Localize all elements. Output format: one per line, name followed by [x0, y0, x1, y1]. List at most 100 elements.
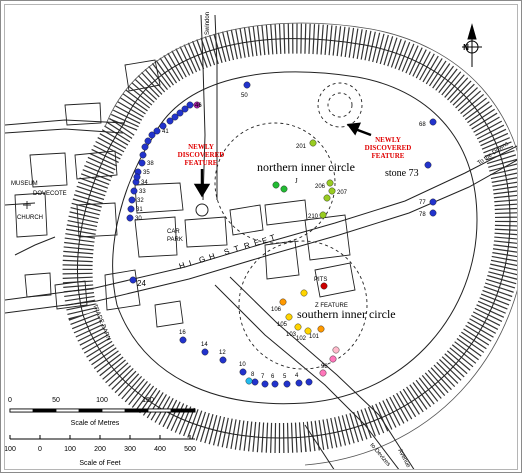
stone-marker-south [279, 298, 287, 306]
car-park-label: CAR [167, 229, 180, 235]
feet-tick-label: 0 [38, 446, 42, 453]
stone-marker-southwest [251, 378, 259, 386]
stone-marker-south [304, 327, 312, 335]
high-street-label: I [188, 259, 193, 268]
stone-number-label: 50 [241, 93, 248, 99]
metres-tick-label: 150 [142, 397, 154, 404]
stone-marker-southwest [179, 336, 187, 344]
stone-number-label: 101 [309, 334, 320, 340]
stone-number-label: 24 [137, 279, 146, 288]
stone-marker-west [193, 101, 201, 109]
feet-tick-label: 500 [184, 446, 196, 453]
high-street-label: G [198, 254, 207, 264]
stone-number-label: 16 [179, 330, 186, 336]
stone-number-label: 5 [283, 374, 287, 380]
stone-number-label: 8 [251, 372, 255, 378]
swindon-road-label: Swindon [205, 12, 211, 35]
stone-number-label: 68 [419, 122, 426, 128]
stone-number-label: 4 [295, 373, 299, 379]
discovered-feature-label-west: NEWLY [188, 143, 214, 151]
stone-marker-west [181, 105, 189, 113]
stone-marker-west [159, 122, 167, 130]
stone-marker-west [141, 143, 149, 151]
stone-marker-center [280, 185, 288, 193]
scale-bars [9, 408, 196, 440]
stone-number-label: 6 [271, 374, 275, 380]
stone-marker-south [285, 313, 293, 321]
z-feature-label: Z FEATURE [315, 303, 348, 309]
stone-marker-center [323, 194, 331, 202]
stone-marker-west [176, 109, 184, 117]
metres-tick-label: 0 [8, 397, 12, 404]
stone-marker-southwest [219, 356, 227, 364]
stone-marker-center [328, 187, 336, 195]
stone-marker-south [294, 323, 302, 331]
stone-marker-south [319, 369, 327, 377]
stone-number-label: 34 [141, 180, 148, 186]
trade-barn-label: TRADE BARN [91, 304, 111, 342]
stone-number-label: 35 [143, 170, 150, 176]
stone-marker-southwest [129, 276, 137, 284]
high-street-label: T [269, 233, 277, 243]
henge-bank [62, 22, 517, 466]
discovered-feature-label-west: DISCOVERED [178, 151, 225, 159]
stone-marker-east [424, 161, 432, 169]
dovecote-label: DOVECOTE [33, 191, 67, 197]
stone-number-label: 30 [135, 216, 142, 222]
stone-marker-west [138, 159, 146, 167]
stone-number-label: 32 [137, 198, 144, 204]
stone-number-label: 7 [261, 374, 265, 380]
stone-marker-southwest [201, 348, 209, 356]
stone-marker-southwest [295, 379, 303, 387]
feet-scale-title: Scale of Feet [79, 460, 120, 467]
southern-circle-outline [238, 240, 368, 370]
discovered-feature-label-east: DISCOVERED [365, 144, 412, 152]
stone-number-label: 33 [139, 189, 146, 195]
northern-inner-circle-label: northern inner circle [257, 160, 355, 174]
stone-number-label: 10 [239, 362, 246, 368]
stone-marker-center [309, 139, 317, 147]
stone-marker-east [429, 198, 437, 206]
discovered-feature-circle [195, 203, 209, 217]
stone-marker-southwest [305, 378, 313, 386]
stone-number-label: 102 [296, 336, 307, 342]
stone-marker-south [317, 325, 325, 333]
cove-inner-outline [327, 92, 353, 118]
high-street-label: E [253, 238, 261, 248]
compass-rose [462, 23, 482, 67]
stone-number-label: 105 [277, 322, 288, 328]
stone-marker-south [332, 346, 340, 354]
annotation-arrows [193, 122, 372, 198]
discovered-feature-label-east: NEWLY [375, 136, 401, 144]
buildings [14, 59, 356, 328]
car-park-label: PARK [167, 237, 183, 243]
high-street-label: H [208, 251, 216, 261]
stone-marker-west [171, 113, 179, 121]
stone-number-label: 103 [286, 332, 297, 338]
high-street-label: T [233, 244, 241, 254]
avebury-map: 4641383534333231305068777820120620721024… [5, 12, 517, 469]
stone-marker-west [186, 101, 194, 109]
high-street-label: H [178, 260, 186, 270]
stone-number-label: 46 [195, 103, 202, 109]
discovered-feature-label-west: FEATURE [185, 159, 218, 167]
high-street-label: E [261, 236, 269, 246]
stone-marker-southwest [283, 380, 291, 388]
cove-circle-outline [317, 82, 363, 128]
stone-marker-south [300, 289, 308, 297]
stone-marker-west [127, 205, 135, 213]
stone-marker-west [128, 196, 136, 204]
high-street-label: R [243, 240, 251, 250]
stone-number-label: 77 [419, 200, 426, 206]
stone-marker-center [319, 211, 327, 219]
inner-circles [214, 82, 368, 370]
feet-tick-label: 400 [154, 446, 166, 453]
stone-marker-west [130, 187, 138, 195]
stone-marker-west [139, 151, 147, 159]
pit-marker [320, 282, 328, 290]
stone-number-label: 31 [136, 207, 143, 213]
stone-marker-southwest [261, 380, 269, 388]
high-street-label: S [223, 247, 231, 257]
